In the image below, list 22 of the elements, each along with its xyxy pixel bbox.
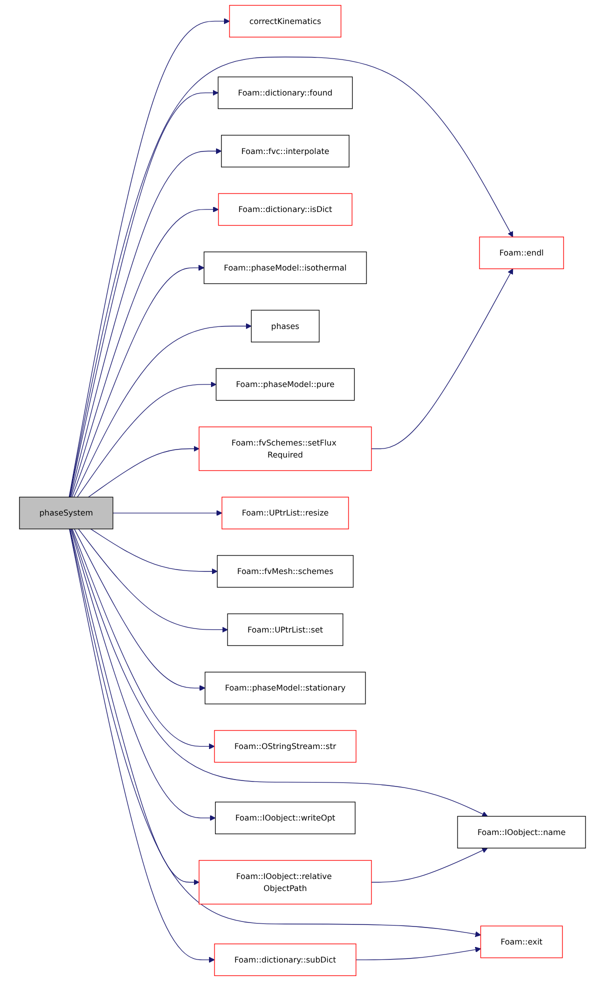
arrow: [68, 56, 514, 498]
arrow: [70, 528, 200, 886]
arrow: [69, 528, 481, 938]
arrow: [90, 528, 218, 574]
arrow: [70, 528, 216, 821]
arrow: [112, 510, 222, 516]
arrow: [356, 946, 481, 960]
arrow: [70, 206, 219, 498]
arrow: [371, 268, 514, 450]
arrow: [69, 528, 215, 963]
arrow: [71, 528, 488, 817]
arrow: [72, 528, 215, 750]
arrow: [72, 264, 204, 498]
arrow: [69, 90, 218, 498]
arrow: [76, 382, 216, 498]
arrow: [78, 528, 228, 633]
arrow: [68, 18, 230, 498]
arrow: [74, 323, 252, 498]
arrow: [74, 528, 206, 691]
arrow: [371, 848, 488, 883]
arrow: [70, 148, 222, 498]
arrow: [88, 446, 200, 498]
